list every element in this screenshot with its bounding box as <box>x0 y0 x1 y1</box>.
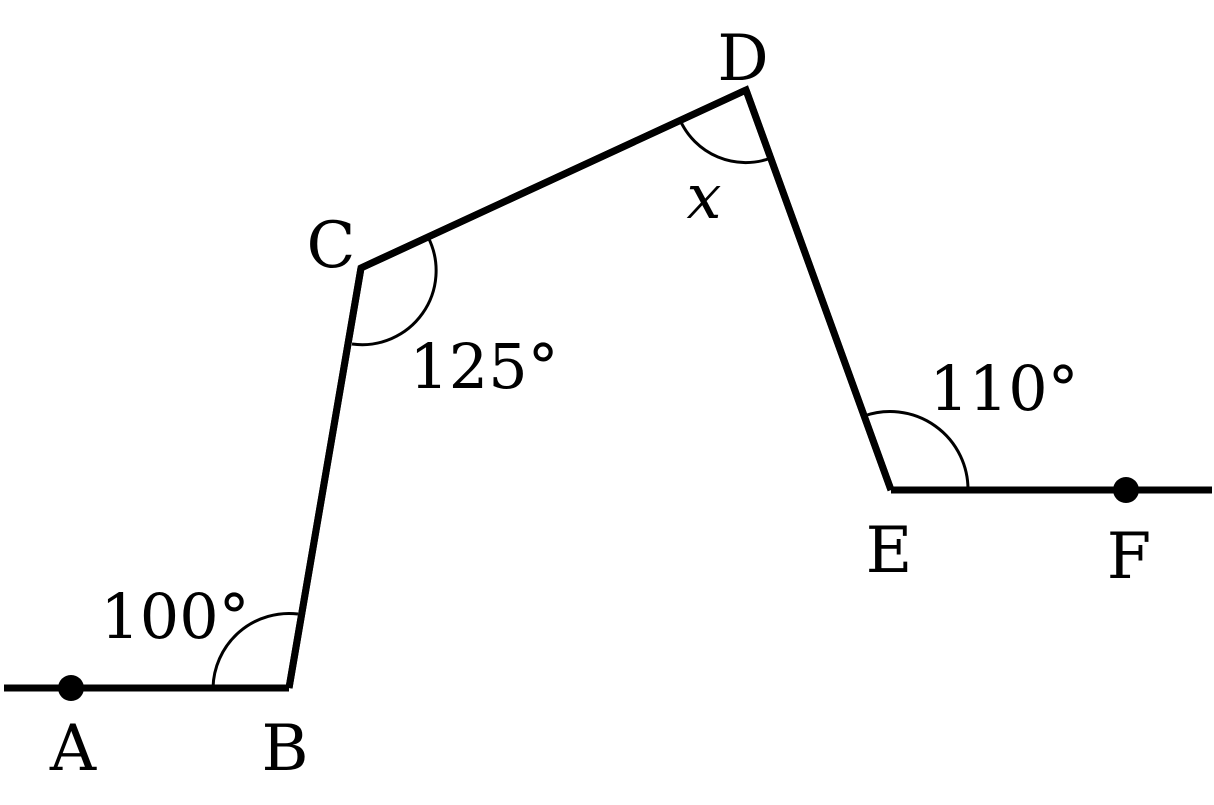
angle-label-e: 110° <box>929 352 1078 425</box>
joint-fill <box>285 85 895 689</box>
angle-label-d: x <box>687 160 722 233</box>
label-point-e: E <box>866 514 913 588</box>
label-point-b: B <box>261 712 308 786</box>
point-a-dot <box>58 675 84 701</box>
angle-label-c: 125° <box>409 330 558 403</box>
label-point-d: D <box>717 22 768 96</box>
label-point-c: C <box>307 209 356 283</box>
angle-label-b: 100° <box>100 580 249 653</box>
angle-arc-e <box>863 410 970 491</box>
angle-arc-b <box>211 611 299 689</box>
label-point-a: A <box>49 712 97 786</box>
point-f-dot <box>1113 477 1139 503</box>
angle-arc-c <box>351 236 438 347</box>
angle-arc-d <box>678 119 772 165</box>
label-point-f: F <box>1107 520 1151 594</box>
